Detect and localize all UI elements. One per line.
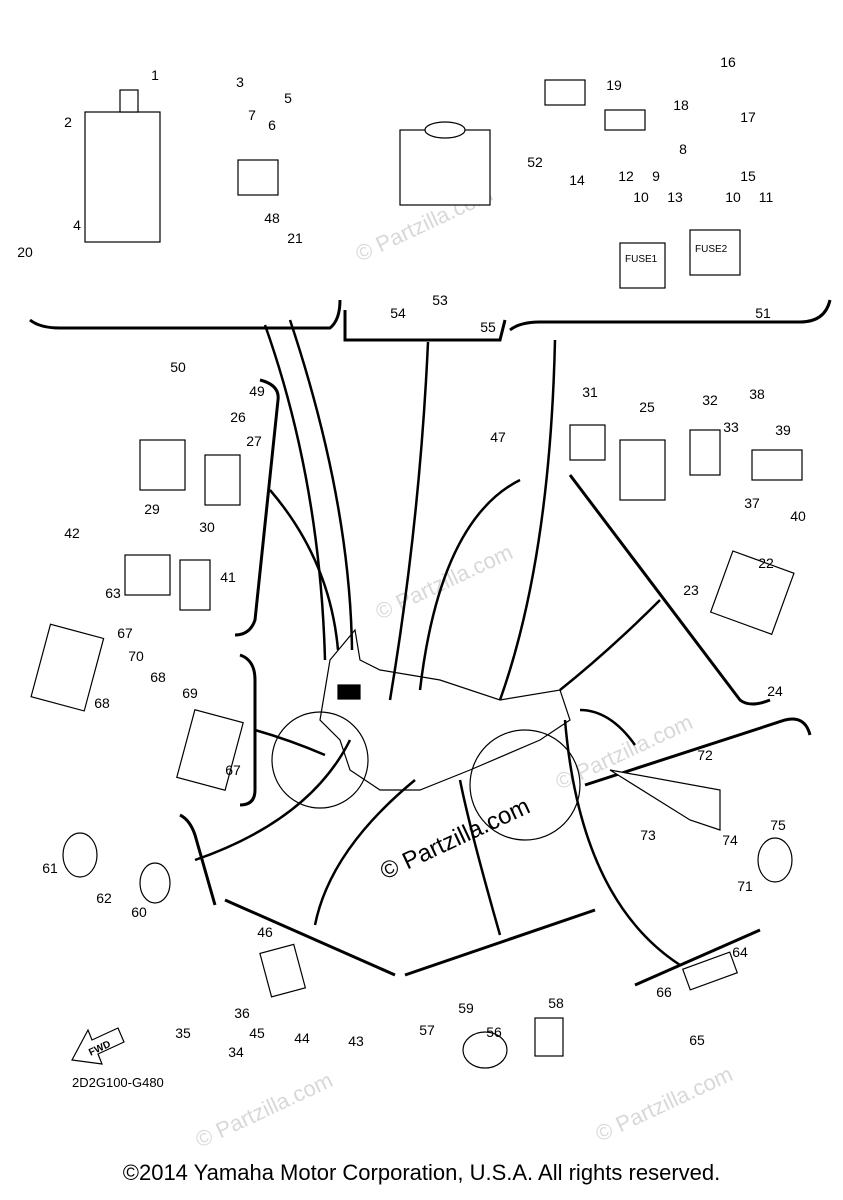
callout-label: 14	[569, 172, 585, 188]
callout-label: 58	[548, 995, 564, 1011]
callout-label: 40	[790, 508, 806, 524]
callout-label: 33	[723, 419, 739, 435]
watermark: © Partzilla.com	[592, 1061, 737, 1146]
callout-label: 44	[294, 1030, 310, 1046]
callout-label: 75	[770, 817, 786, 833]
callout-label: 17	[740, 109, 756, 125]
callout-label: 70	[128, 648, 144, 664]
callout-label: 19	[606, 77, 622, 93]
fuse1-label: FUSE1	[625, 254, 658, 265]
callout-label: 4	[73, 217, 81, 233]
callout-label: 51	[755, 305, 771, 321]
callout-label: 41	[220, 569, 236, 585]
callout-label: 31	[582, 384, 598, 400]
callout-label: 74	[722, 832, 738, 848]
fuse2-label: FUSE2	[695, 244, 728, 255]
watermark-bold: © Partzilla.com	[376, 793, 534, 886]
callout-label: 63	[105, 585, 121, 601]
callout-label: 55	[480, 319, 496, 335]
fuse-boxes: FUSE1 FUSE2	[625, 244, 728, 265]
callout-label: 39	[775, 422, 791, 438]
callout-label: 50	[170, 359, 186, 375]
callout-label: 10	[725, 189, 741, 205]
callout-label: 68	[150, 669, 166, 685]
callout-label: 66	[656, 984, 672, 1000]
callout-label: 45	[249, 1025, 265, 1041]
callout-label: 73	[640, 827, 656, 843]
callout-label: 27	[246, 433, 262, 449]
callout-label: 56	[486, 1024, 502, 1040]
callout-label: 35	[175, 1025, 191, 1041]
callout-label: 32	[702, 392, 718, 408]
group-frames	[29, 299, 832, 987]
callout-label: 48	[264, 210, 280, 226]
callout-label: 10	[633, 189, 649, 205]
callout-label: 3	[236, 74, 244, 90]
callout-label: 25	[639, 399, 655, 415]
callout-label: 11	[759, 189, 774, 205]
callout-label: 57	[419, 1022, 435, 1038]
callout-label: 18	[673, 97, 689, 113]
callout-label: 38	[749, 386, 765, 402]
callout-label: 71	[737, 878, 753, 894]
callout-label: 61	[42, 860, 58, 876]
callout-label: 23	[683, 582, 699, 598]
callout-label: 60	[131, 904, 147, 920]
callout-label: 37	[744, 495, 760, 511]
callout-label: 24	[767, 683, 783, 699]
callout-label: 9	[652, 168, 660, 184]
callout-label: 15	[740, 168, 756, 184]
callout-label: 69	[182, 685, 198, 701]
callout-label: 53	[432, 292, 448, 308]
callout-label: 22	[758, 555, 774, 571]
callout-label: 65	[689, 1032, 705, 1048]
callout-label: 64	[732, 944, 748, 960]
motorcycle-outline	[271, 628, 581, 841]
callout-label: 42	[64, 525, 80, 541]
callout-label: 5	[284, 90, 292, 106]
callout-label: 52	[527, 154, 543, 170]
harness-leaders	[194, 319, 681, 967]
callout-label: 59	[458, 1000, 474, 1016]
callout-label: 20	[17, 244, 33, 260]
callout-label: 43	[348, 1033, 364, 1049]
callout-label: 67	[117, 625, 133, 641]
callout-label: 72	[697, 747, 713, 763]
callout-label: 2	[64, 114, 72, 130]
callout-label: 34	[228, 1044, 244, 1060]
callout-label: 47	[490, 429, 506, 445]
callout-label: 12	[618, 168, 634, 184]
watermark: © Partzilla.com	[192, 1067, 337, 1152]
callout-label: 49	[249, 383, 265, 399]
callout-label: 30	[199, 519, 215, 535]
callout-label: 7	[248, 107, 256, 123]
callout-label: 16	[720, 54, 736, 70]
callout-label: 62	[96, 890, 112, 906]
callout-label: 13	[667, 189, 683, 205]
copyright-footer: ©2014 Yamaha Motor Corporation, U.S.A. A…	[122, 1160, 721, 1185]
callout-label: 26	[230, 409, 246, 425]
callout-label: 8	[679, 141, 687, 157]
callout-label: 1	[151, 67, 159, 83]
callout-label: 6	[268, 117, 276, 133]
callout-label: 21	[287, 230, 303, 246]
callout-label: 54	[390, 305, 406, 321]
callout-label: 46	[257, 924, 273, 940]
callout-label: 67	[225, 762, 241, 778]
callout-label: 36	[234, 1005, 250, 1021]
callout-label: 29	[144, 501, 160, 517]
component-sketches	[30, 79, 803, 1069]
fwd-arrow: FWD	[71, 1027, 125, 1065]
drawing-code: 2D2G100-G480	[72, 1075, 164, 1090]
callout-label: 68	[94, 695, 110, 711]
